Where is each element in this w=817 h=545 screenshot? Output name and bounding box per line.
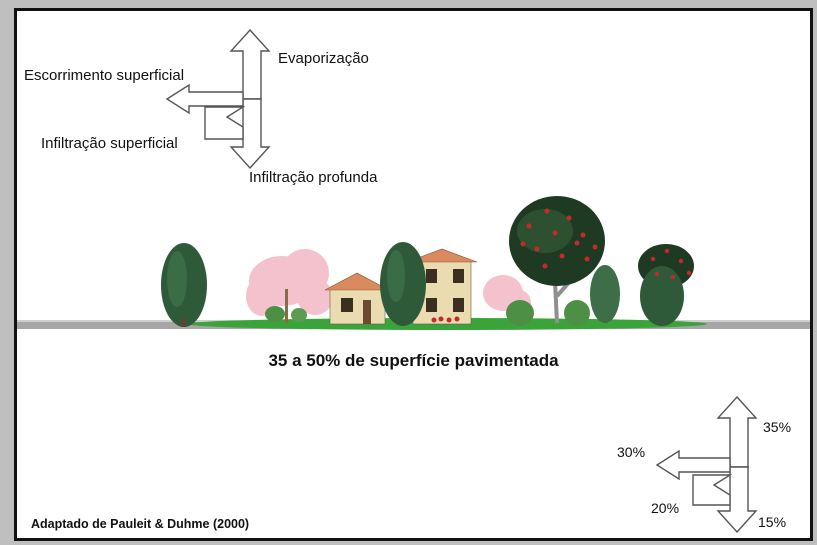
diagram-frame: Evaporização Escorrimento superficial In… [14, 8, 813, 541]
evaporation-pct-arrow [716, 395, 758, 468]
bottom-arrow-group [655, 395, 758, 534]
tree-right [638, 244, 694, 326]
surface-runoff-pct-arrow [655, 449, 731, 481]
surface-infiltration-pct-arrow [692, 474, 733, 506]
deep-infiltration-arrow [229, 98, 271, 170]
top-arrow-group [165, 28, 271, 170]
evaporation-label: Evaporização [278, 50, 369, 67]
paved-surface-caption: 35 a 50% de superfície pavimentada [268, 351, 559, 370]
tree-center [380, 242, 426, 326]
landscape-illustration [17, 196, 810, 330]
evaporation-arrow [229, 28, 271, 100]
surface-infiltration-percentage: 20% [651, 500, 680, 516]
evaporation-percentage: 35% [763, 419, 792, 435]
surface-runoff-percentage: 30% [617, 444, 646, 460]
tree-blossom [246, 249, 333, 316]
diagram-graphics [17, 28, 810, 534]
surface-runoff-arrow [165, 83, 244, 115]
source-credit: Adaptado de Pauleit & Duhme (2000) [31, 517, 250, 531]
tree-left [161, 243, 207, 327]
deep-infiltration-pct-arrow [716, 466, 758, 534]
deep-infiltration-percentage: 15% [758, 514, 787, 530]
house [324, 248, 478, 325]
deep-infiltration-label: Infiltração profunda [249, 169, 378, 186]
surface-infiltration-arrow [204, 106, 246, 140]
surface-runoff-label: Escorrimento superficial [24, 67, 185, 84]
surface-infiltration-label: Infiltração superficial [41, 135, 178, 152]
tree-fruit [509, 196, 605, 324]
